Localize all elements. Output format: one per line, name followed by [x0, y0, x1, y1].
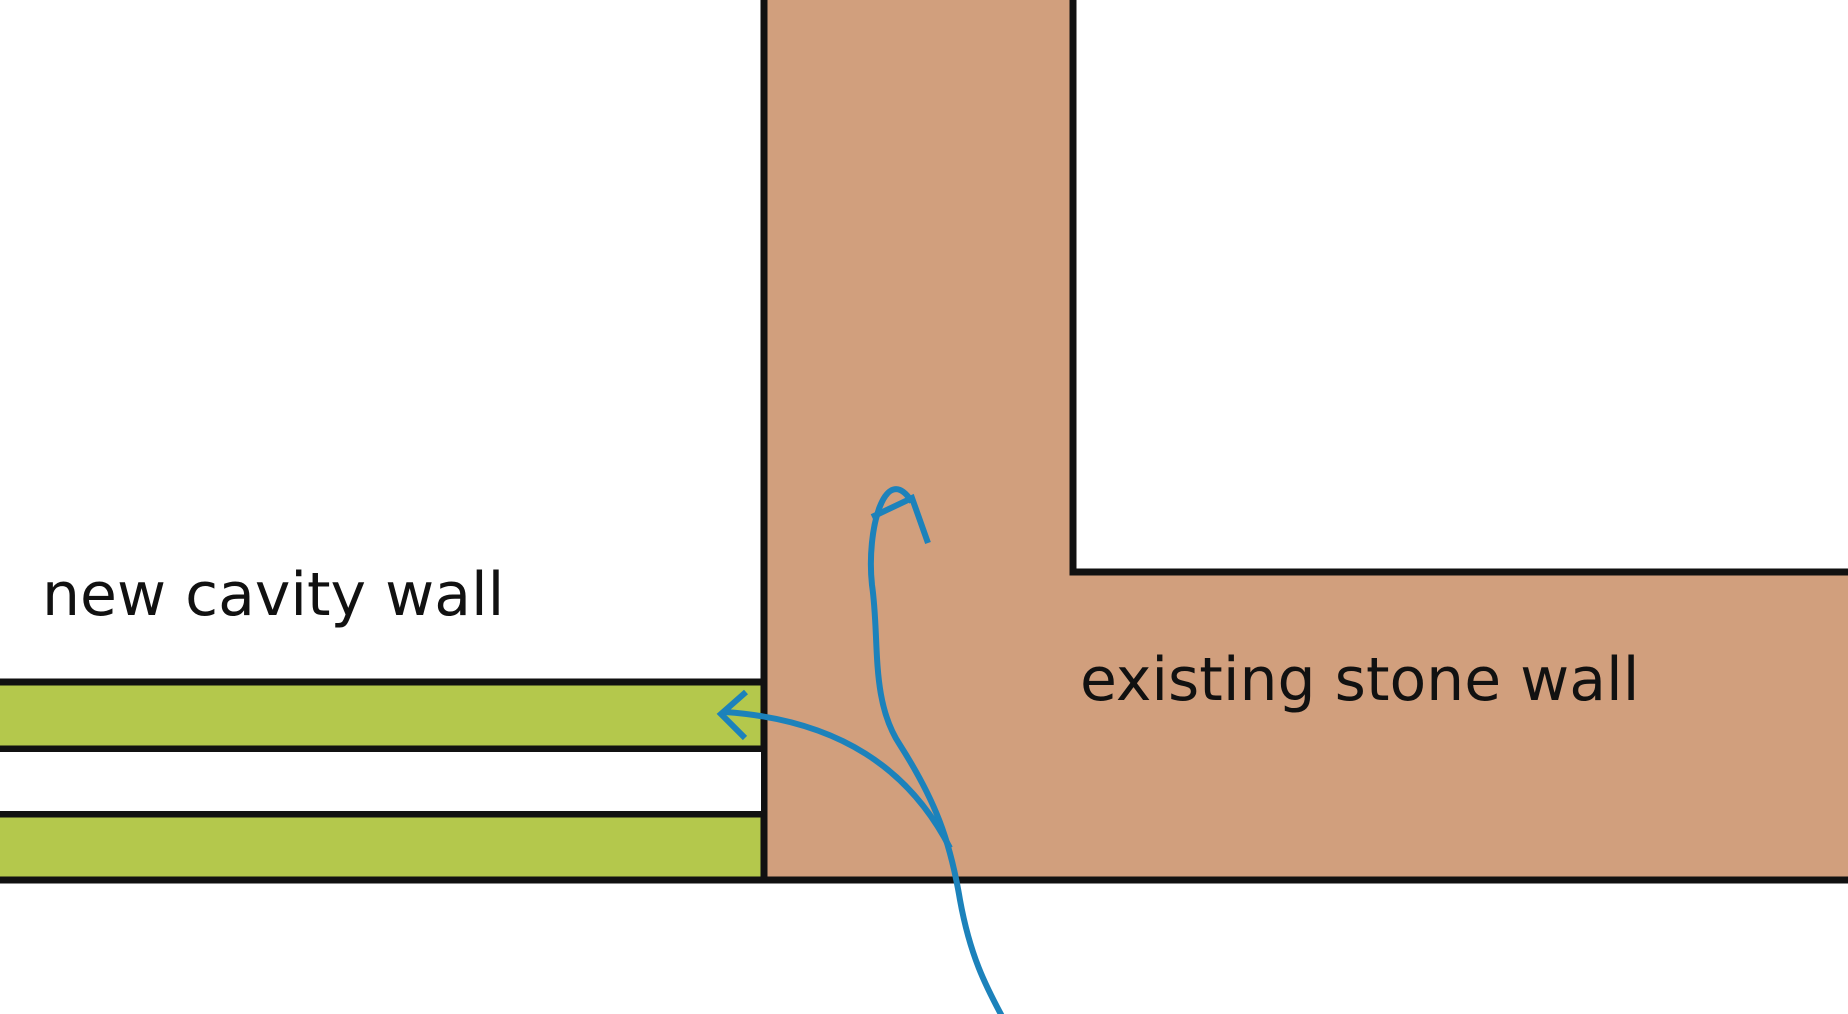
cavity-gap: [0, 752, 761, 811]
moisture-path-branch: [724, 709, 953, 850]
arrowhead-up: [870, 493, 931, 545]
stone-wall-label: existing stone wall: [1080, 645, 1639, 715]
existing-stone-wall: [760, 0, 1848, 884]
cavity-wall-label: new cavity wall: [42, 560, 504, 630]
cavity-wall-outer-leaf: [0, 678, 768, 753]
cavity-wall-inner-leaf: [0, 810, 768, 884]
moisture-path-main: [867, 486, 1005, 1014]
curved-arrow-icon: [716, 486, 1005, 1014]
arrowhead-left: [716, 689, 748, 741]
